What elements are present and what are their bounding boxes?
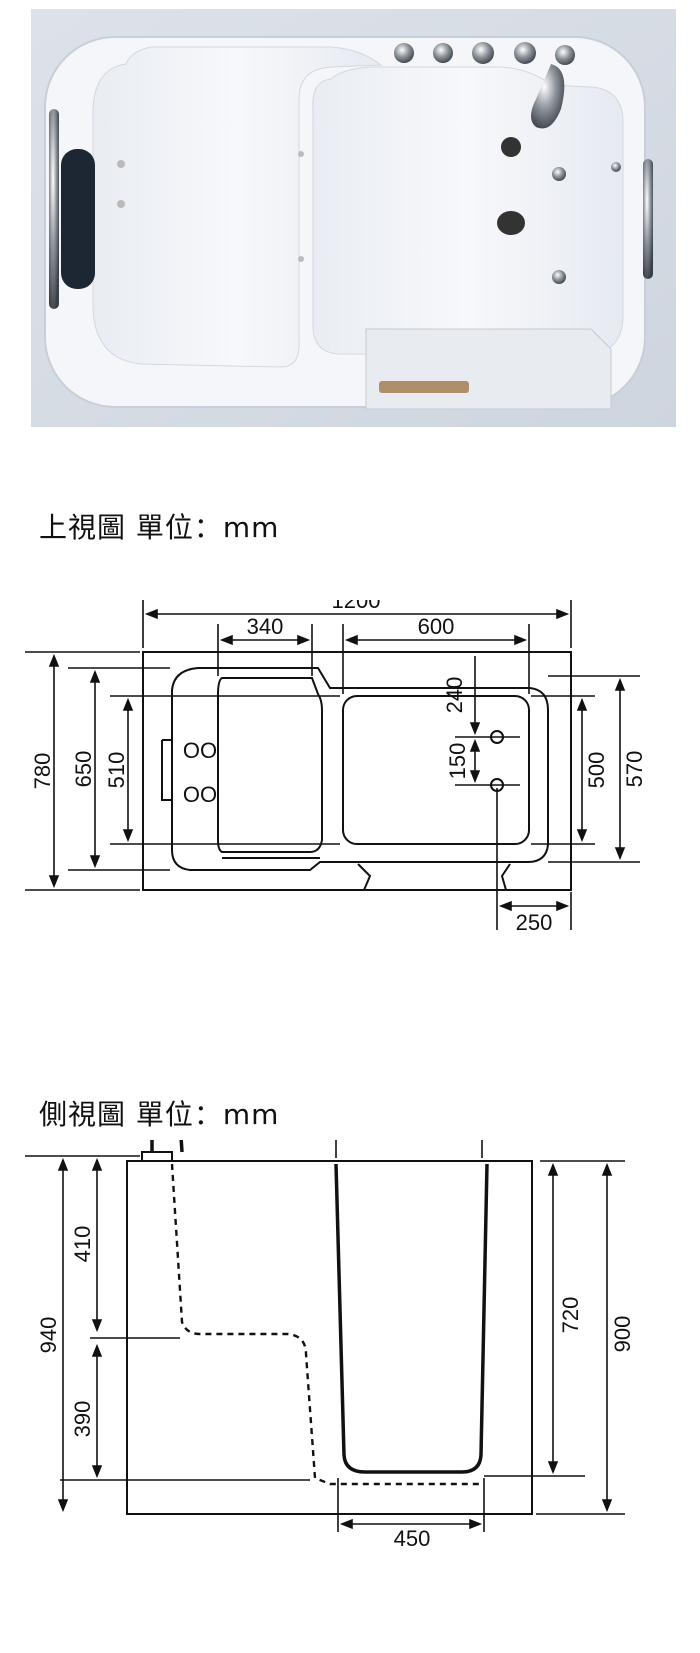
dim-overall-depth: 780 bbox=[30, 753, 55, 790]
faucet-spout bbox=[531, 64, 565, 129]
top-inner-rim bbox=[171, 667, 549, 871]
door-panel bbox=[365, 328, 612, 410]
side-extension-lines bbox=[25, 1140, 625, 1532]
dim-seat-height: 410 bbox=[70, 1226, 95, 1263]
right-grab-bar bbox=[643, 159, 653, 279]
dim-inner-height: 720 bbox=[558, 1297, 583, 1334]
dim-tub-depth: 500 bbox=[584, 752, 609, 789]
control-mark-upper: OO bbox=[183, 738, 217, 763]
door-foot-right bbox=[500, 863, 511, 891]
dim-tub-length: 600 bbox=[418, 614, 455, 639]
side-view-drawing: 470 410 940 390 720 900 450 bbox=[25, 1140, 635, 1551]
top-extension-lines bbox=[25, 600, 640, 930]
dim-seat-depth: 510 bbox=[104, 752, 129, 789]
top-dimension-lines bbox=[48, 608, 626, 912]
dim-overall-length: 1200 bbox=[332, 600, 381, 613]
dim-jet-spacing: 150 bbox=[445, 743, 470, 780]
left-grab-bar bbox=[49, 109, 59, 309]
top-view-title: 上視圖 單位：mm bbox=[39, 511, 280, 544]
top-outline bbox=[142, 651, 572, 891]
dim-drain-offset: 240 bbox=[442, 677, 467, 714]
dim-body-height: 900 bbox=[610, 1316, 635, 1353]
dim-door-bottom: 450 bbox=[394, 1526, 431, 1551]
side-faucet bbox=[150, 1140, 184, 1153]
side-view-title: 側視圖 單位：mm bbox=[39, 1098, 280, 1131]
top-basin bbox=[342, 695, 530, 845]
control-mark-lower: OO bbox=[183, 782, 217, 807]
faucet-base bbox=[141, 1151, 173, 1162]
dim-rim-depth: 650 bbox=[71, 751, 96, 788]
tub-basin bbox=[312, 66, 624, 355]
side-seat-profile bbox=[170, 1163, 482, 1486]
side-dimension-lines bbox=[57, 1157, 613, 1530]
dim-lower-height: 390 bbox=[70, 1401, 95, 1438]
bathtub-photo bbox=[31, 9, 676, 427]
dim-corner-offset: 250 bbox=[516, 910, 553, 935]
dim-seat-width: 340 bbox=[247, 614, 284, 639]
control-knobs bbox=[394, 42, 575, 65]
door-foot-left bbox=[357, 863, 372, 891]
headrest-pillow bbox=[61, 149, 95, 289]
side-outline bbox=[126, 1160, 533, 1515]
top-seat bbox=[217, 677, 323, 853]
side-door-opening bbox=[334, 1163, 489, 1474]
dim-outer-depth: 570 bbox=[622, 751, 647, 788]
top-view-drawing: 1200 340 600 780 650 510 240 150 500 570… bbox=[25, 600, 647, 935]
door-seal bbox=[379, 381, 469, 393]
jets bbox=[117, 137, 621, 284]
top-control-panel bbox=[161, 739, 172, 801]
dim-overall-height: 940 bbox=[36, 1317, 61, 1354]
